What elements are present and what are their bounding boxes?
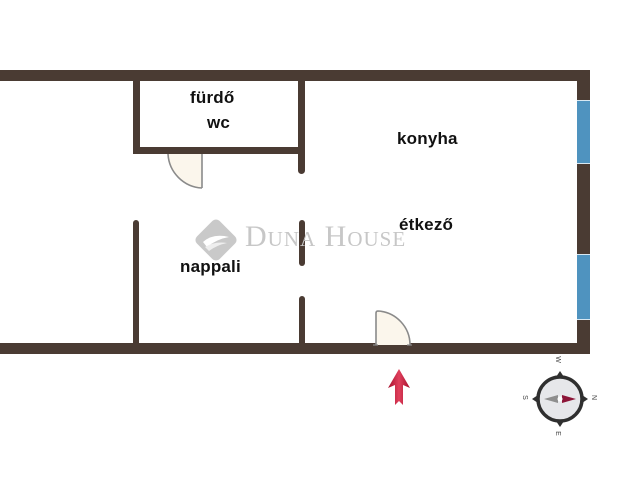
window-lower bbox=[577, 254, 590, 320]
wall-bottom bbox=[0, 343, 590, 354]
entrance-door-icon bbox=[373, 310, 412, 346]
window-upper bbox=[577, 100, 590, 164]
compass-label-left: S bbox=[520, 395, 528, 400]
bathroom-wall-right bbox=[298, 78, 305, 174]
room-label-dining: étkező bbox=[399, 215, 454, 234]
duna-house-logo-icon bbox=[195, 219, 237, 261]
partition-left bbox=[133, 220, 139, 346]
room-label-kitchen: konyha bbox=[397, 129, 458, 148]
compass: W N E S bbox=[520, 355, 600, 445]
compass-label-right: N bbox=[590, 394, 598, 401]
bathroom-wall-left bbox=[133, 78, 140, 154]
watermark-text: Duna House bbox=[245, 220, 407, 253]
compass-label-bottom: E bbox=[553, 431, 561, 436]
wall-top bbox=[0, 70, 590, 81]
partition-middle-upper bbox=[299, 220, 305, 266]
partition-middle-lower bbox=[299, 296, 305, 346]
bathroom-door-icon bbox=[167, 153, 203, 189]
compass-label-top: W bbox=[553, 356, 561, 363]
room-label-wc: wc bbox=[207, 113, 231, 132]
room-label-bathroom: fürdő bbox=[190, 88, 235, 107]
entrance-arrow-icon bbox=[388, 369, 410, 405]
compass-rose-icon bbox=[532, 371, 588, 427]
room-label-living: nappali bbox=[180, 257, 241, 276]
bathroom-wall-bottom bbox=[133, 147, 305, 154]
